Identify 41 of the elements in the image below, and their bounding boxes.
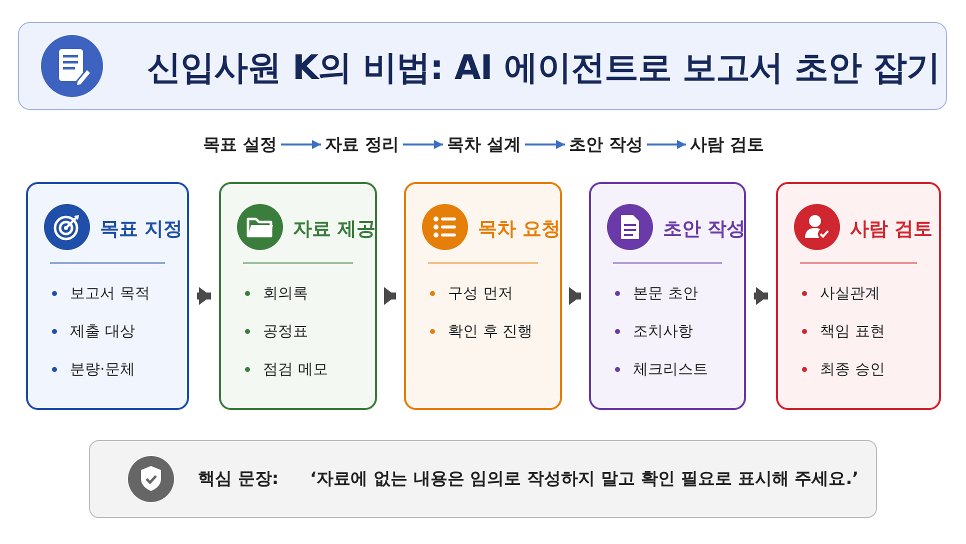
- card-heading: 사람 검토: [850, 217, 933, 242]
- arrow: [646, 140, 686, 149]
- arrow: [569, 287, 581, 305]
- arrow: [197, 287, 211, 305]
- bullet-item: 분량·문체: [50, 360, 150, 398]
- bullet-item: 조치사항: [613, 322, 708, 360]
- bullet-item: 제출 대상: [50, 322, 150, 360]
- step-label: 자료 정리: [325, 133, 399, 156]
- arrow: [754, 287, 768, 305]
- step-label: 초안 작성: [569, 133, 643, 156]
- bullet-item: 보고서 목적: [50, 284, 150, 322]
- bullet-item: 책임 표현: [800, 322, 885, 360]
- step-card: [589, 182, 746, 410]
- step-card: [26, 182, 189, 410]
- step-label: 목표 설정: [203, 133, 277, 156]
- note-box: [89, 440, 877, 518]
- bullet-item: 최종 승인: [800, 360, 885, 398]
- arrow: [384, 287, 396, 305]
- step-label: 목차 설계: [447, 133, 521, 156]
- note-text: ‘자료에 없는 내용은 임의로 작성하지 말고 확인 필요로 표시해 주세요.’: [310, 468, 859, 490]
- arrow: [402, 140, 443, 149]
- step-label: 사람 검토: [690, 133, 764, 156]
- step-card: [776, 182, 941, 410]
- bullet-item: 공정표: [243, 322, 328, 360]
- arrow: [280, 140, 321, 149]
- bullet-item: 회의록: [243, 284, 328, 322]
- title: 신입사원 K의 비법: AI 에이전트로 보고서 초안 잡기: [147, 47, 940, 90]
- card-heading: 목차 요청: [478, 217, 561, 242]
- card-heading: 초안 작성: [663, 217, 746, 242]
- bullet-item: 점검 메모: [243, 360, 328, 398]
- card-heading: 자료 제공: [293, 217, 376, 242]
- bullet-item: 본문 초안: [613, 284, 708, 322]
- note-label: 핵심 문장:: [198, 468, 279, 490]
- arrow: [524, 140, 565, 149]
- bullet-item: 구성 먼저: [428, 284, 533, 322]
- step-card: [404, 182, 562, 410]
- card-heading: 목표 지정: [100, 217, 183, 242]
- step-card: [219, 182, 377, 410]
- bullet-item: 사실관계: [800, 284, 885, 322]
- bullet-item: 체크리스트: [613, 360, 708, 398]
- bullet-item: 확인 후 진행: [428, 322, 533, 360]
